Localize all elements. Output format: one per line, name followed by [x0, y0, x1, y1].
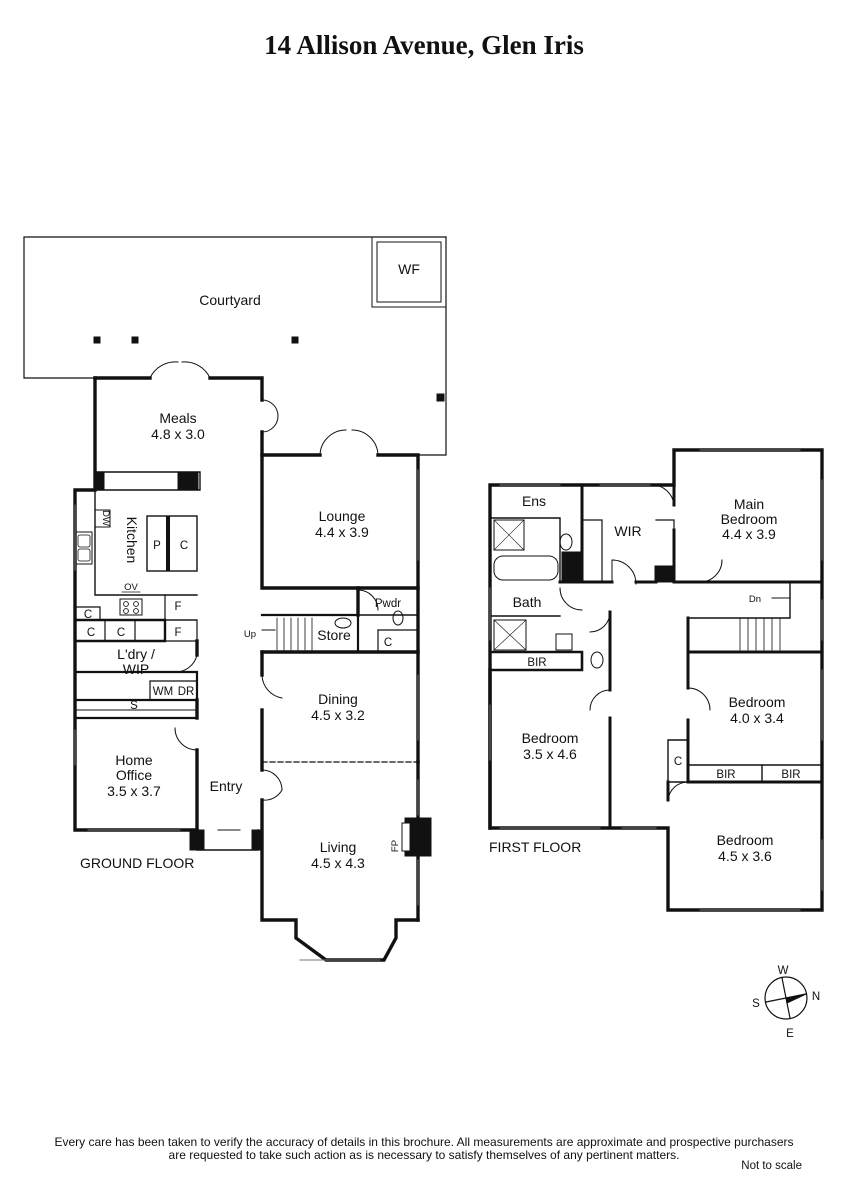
compass-east: E: [786, 1028, 794, 1040]
courtyard-label: Courtyard: [199, 292, 260, 308]
disclaimer-line-1: Every care has been taken to verify the …: [54, 1135, 794, 1149]
compass: [764, 976, 808, 1020]
bedroom-b-label: Bedroom: [729, 694, 786, 710]
store-c-label: C: [384, 637, 392, 649]
cupboard-1-label: C: [84, 609, 92, 621]
washing-machine-label: WM: [153, 686, 173, 698]
home-office-label-2: Office: [116, 767, 153, 783]
bedroom-a-label: Bedroom: [522, 730, 579, 746]
home-office-size: 3.5 x 3.7: [107, 783, 161, 799]
laundry-label: L'dry /: [117, 646, 155, 662]
dryer-label: DR: [178, 686, 195, 698]
island-c-label: C: [180, 540, 188, 552]
fridge-label: F: [174, 601, 181, 613]
bath-label: Bath: [513, 594, 542, 610]
main-bedroom-label: Main: [734, 496, 764, 512]
cupboard-2-label: C: [87, 627, 95, 639]
bir-3-label: BIR: [781, 769, 800, 781]
kitchen-label: Kitchen: [124, 517, 140, 564]
living-size: 4.5 x 4.3: [311, 855, 365, 871]
first-floor-label: FIRST FLOOR: [489, 839, 581, 855]
disclaimer-line-2: are requested to take such action as is …: [168, 1148, 680, 1162]
compass-west: W: [778, 965, 789, 977]
cupboard-ff-label: C: [674, 756, 682, 768]
meals-size: 4.8 x 3.0: [151, 426, 205, 442]
meals-label: Meals: [159, 410, 196, 426]
bir-1-label: BIR: [527, 657, 546, 669]
dining-label: Dining: [318, 691, 358, 707]
bedroom-c-size: 4.5 x 3.6: [718, 848, 772, 864]
cupboard-3-label: C: [117, 627, 125, 639]
bedroom-a-size: 3.5 x 4.6: [523, 746, 577, 762]
lounge-label: Lounge: [319, 508, 366, 524]
stairs-up-label: Up: [244, 629, 256, 640]
oven-label: OV: [124, 582, 138, 593]
main-bedroom-label-2: Bedroom: [721, 511, 778, 527]
windows: [74, 449, 823, 961]
ground-floor-doors: [149, 361, 379, 801]
page-title: 14 Allison Avenue, Glen Iris: [264, 30, 584, 60]
bedroom-c-label: Bedroom: [717, 832, 774, 848]
dishwasher-label: DW: [100, 510, 111, 526]
ground-floor-label: GROUND FLOOR: [80, 855, 194, 871]
store-label: Store: [317, 627, 351, 643]
ensuite-label: Ens: [522, 493, 546, 509]
pwdr-label: Pwdr: [375, 598, 401, 610]
home-office-label: Home: [115, 752, 153, 768]
laundry-wip-label: WIP: [123, 661, 149, 677]
wir-label: WIR: [614, 523, 641, 539]
shelf-label: S: [130, 700, 138, 712]
not-to-scale-note: Not to scale: [741, 1160, 802, 1172]
wf-label: WF: [398, 261, 420, 277]
stairs-down-label: Dn: [749, 594, 761, 605]
disclaimer: Every care has been taken to verify the …: [0, 1136, 848, 1162]
bedroom-b-size: 4.0 x 3.4: [730, 710, 784, 726]
fireplace-label: FP: [390, 840, 401, 852]
fridge-2-label: F: [174, 627, 181, 639]
lounge-size: 4.4 x 3.9: [315, 524, 369, 540]
first-floor-walls: [488, 448, 824, 912]
living-label: Living: [320, 839, 357, 855]
dining-size: 4.5 x 3.2: [311, 707, 365, 723]
compass-north: N: [812, 991, 820, 1003]
compass-south: S: [752, 998, 760, 1010]
pantry-label: P: [153, 540, 161, 552]
main-bedroom-size: 4.4 x 3.9: [722, 526, 776, 542]
entry-label: Entry: [210, 778, 243, 794]
bir-2-label: BIR: [716, 769, 735, 781]
